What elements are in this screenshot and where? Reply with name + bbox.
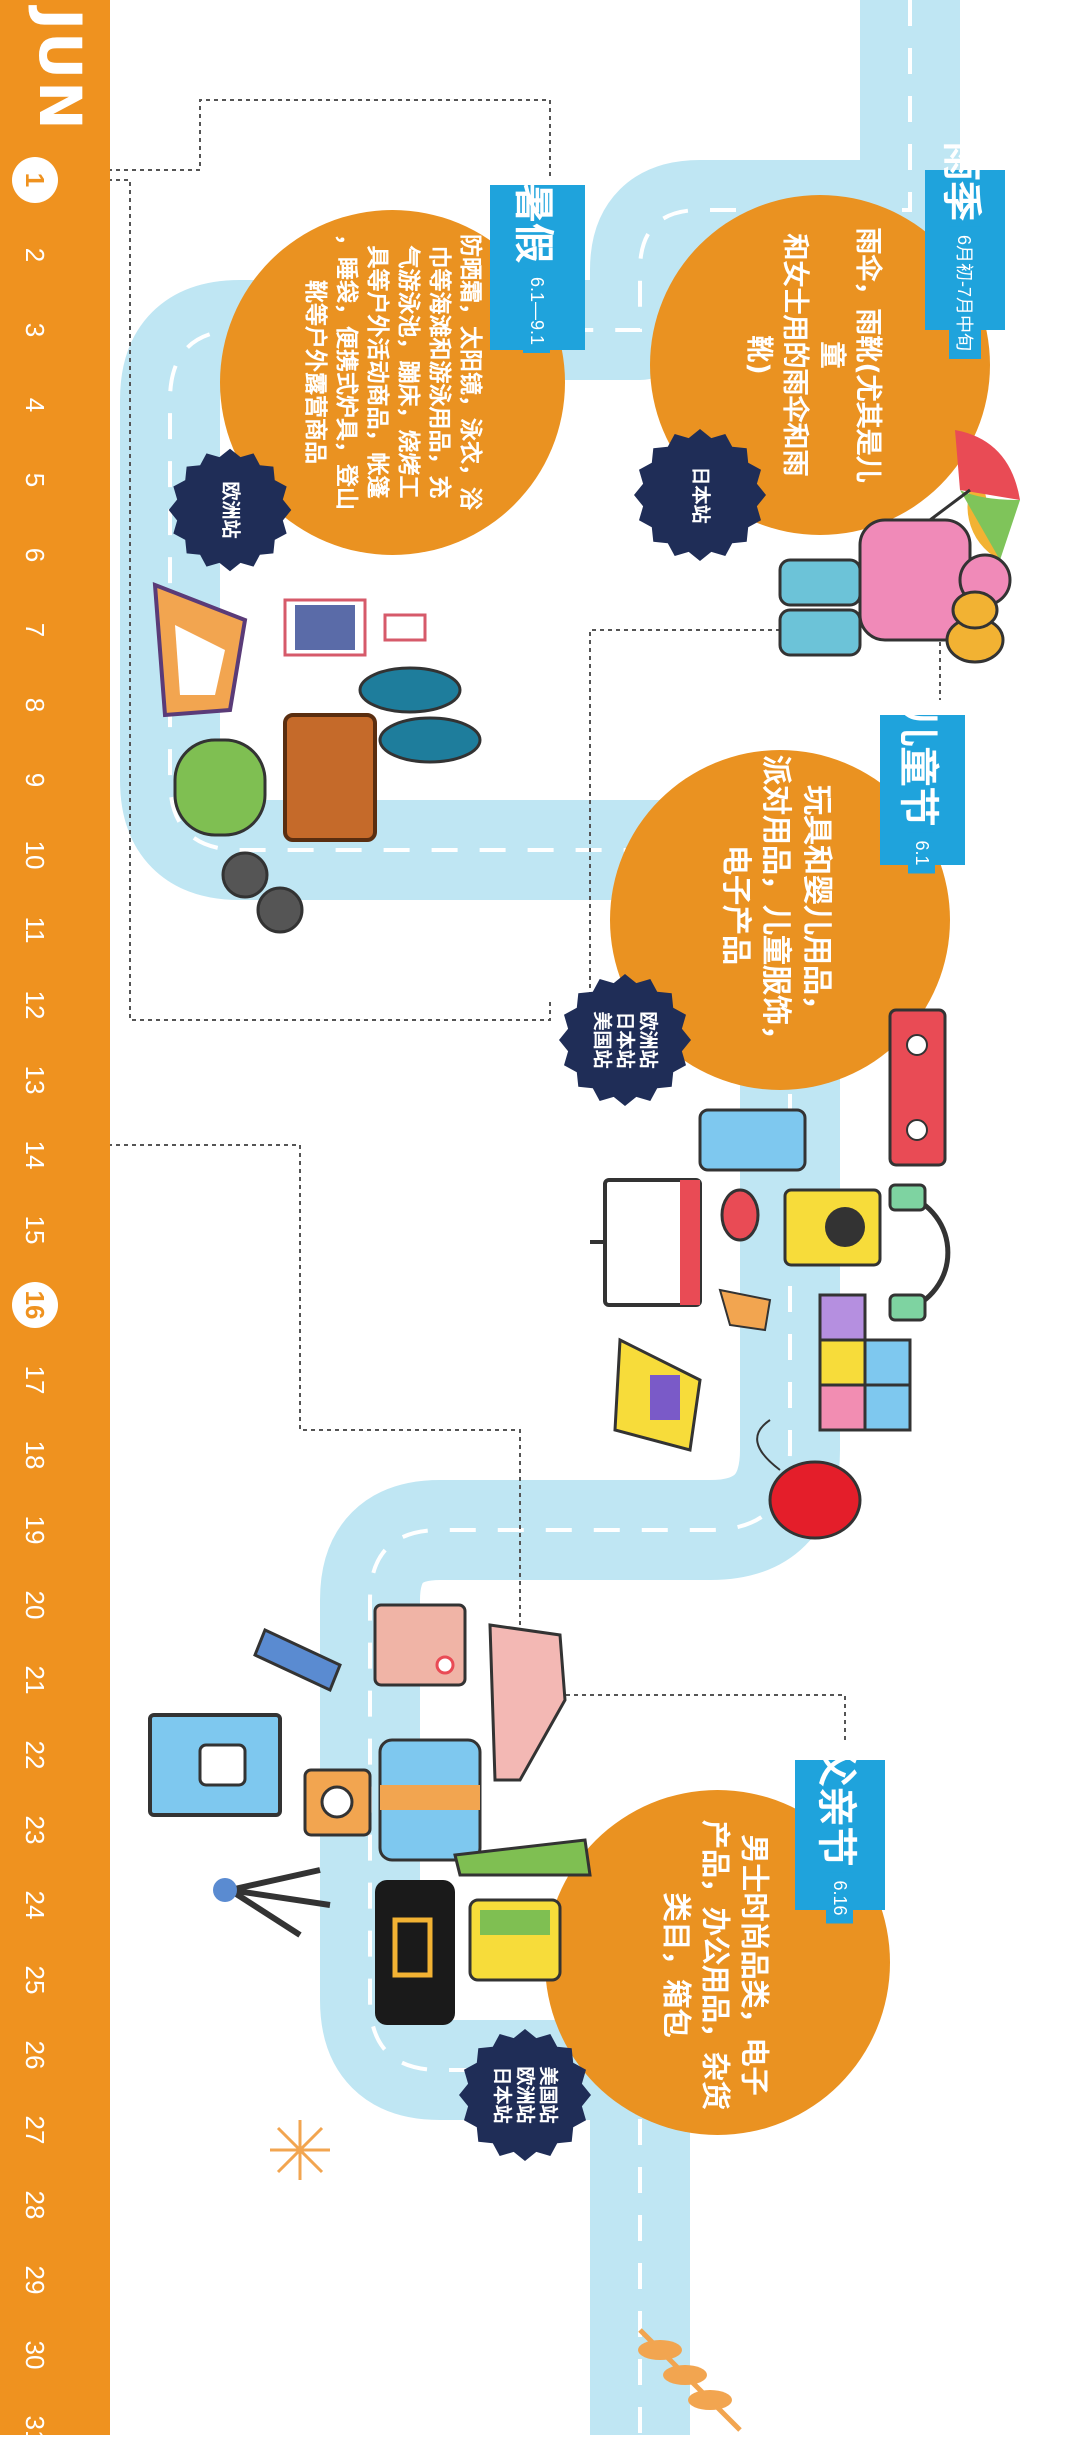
shoe-icon bbox=[488, 1623, 567, 1782]
sunglasses-icon bbox=[221, 851, 304, 934]
screen-icon bbox=[148, 1713, 282, 1817]
wheat-icon bbox=[638, 2328, 742, 2432]
headphones-icon bbox=[888, 1183, 951, 1322]
toy-gun-icon bbox=[718, 1288, 772, 1332]
father-site-seal bbox=[459, 2029, 591, 2161]
flip-flops-icon bbox=[358, 666, 482, 764]
balloon-icon bbox=[756, 1419, 862, 1540]
children-site-seal bbox=[559, 974, 691, 1106]
belt-icon bbox=[375, 1880, 455, 2025]
candy-icon bbox=[720, 1188, 760, 1242]
toy-car-icon bbox=[613, 1337, 702, 1452]
watermelon-icon bbox=[173, 738, 267, 837]
summer-site-seal bbox=[168, 448, 292, 572]
rain-boots-icon bbox=[778, 558, 862, 657]
building-blocks-icon bbox=[818, 1293, 912, 1432]
picnic-basket-icon bbox=[283, 713, 377, 842]
mittens-icon bbox=[945, 590, 1005, 664]
suitcase-icon bbox=[378, 1738, 482, 1862]
sparkle-icon bbox=[270, 2120, 330, 2180]
tablet-icon bbox=[698, 1108, 807, 1172]
umbrella-icon bbox=[929, 430, 1020, 560]
notebook-icon bbox=[373, 1603, 467, 1687]
cassette-icon bbox=[888, 1008, 947, 1167]
camera-icon bbox=[303, 1768, 372, 1837]
pencil-icon bbox=[453, 1838, 592, 1877]
rainy-site-seal bbox=[634, 429, 766, 561]
monitor-icon bbox=[590, 1178, 702, 1307]
bottle-icon bbox=[283, 598, 427, 657]
speaker-icon bbox=[783, 1188, 882, 1267]
tent-icon bbox=[152, 581, 248, 718]
cologne-icon bbox=[468, 1898, 562, 1982]
date-sidebar: JUN bbox=[0, 0, 110, 2435]
pen-icon bbox=[253, 1627, 342, 1693]
tripod-icon bbox=[213, 1867, 331, 1938]
